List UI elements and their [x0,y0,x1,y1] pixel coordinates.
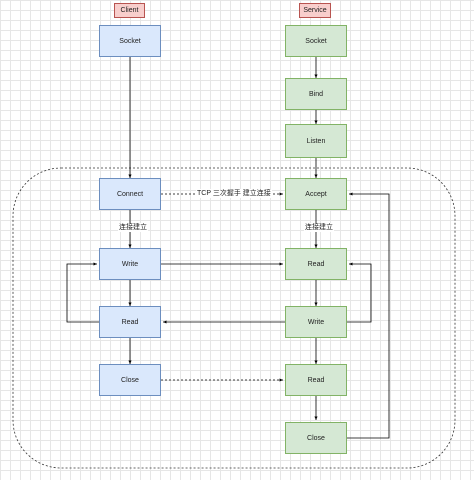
service-listen-node: Listen [285,124,347,158]
service-connected-label: 连接建立 [304,223,334,232]
service-read2-node: Read [285,364,347,396]
service-accept-node: Accept [285,178,347,210]
service-bind-node: Bind [285,78,347,110]
service-header: Service [299,3,331,18]
client-connected-label: 连接建立 [118,223,148,232]
connection-region [12,167,456,469]
service-write-node: Write [285,306,347,338]
client-header: Client [114,3,145,18]
service-read-node: Read [285,248,347,280]
service-close-node: Close [285,422,347,454]
client-write-node: Write [99,248,161,280]
service-socket-node: Socket [285,25,347,57]
edge-client-read-loop-write [66,262,99,323]
client-read-node: Read [99,306,161,338]
edge-service-close-loop-accept [347,192,390,439]
client-socket-node: Socket [99,25,161,57]
edge-service-write-loop-read [347,262,372,323]
handshake-label: TCP 三次握手 建立连接 [196,189,272,198]
client-connect-node: Connect [99,178,161,210]
client-close-node: Close [99,364,161,396]
